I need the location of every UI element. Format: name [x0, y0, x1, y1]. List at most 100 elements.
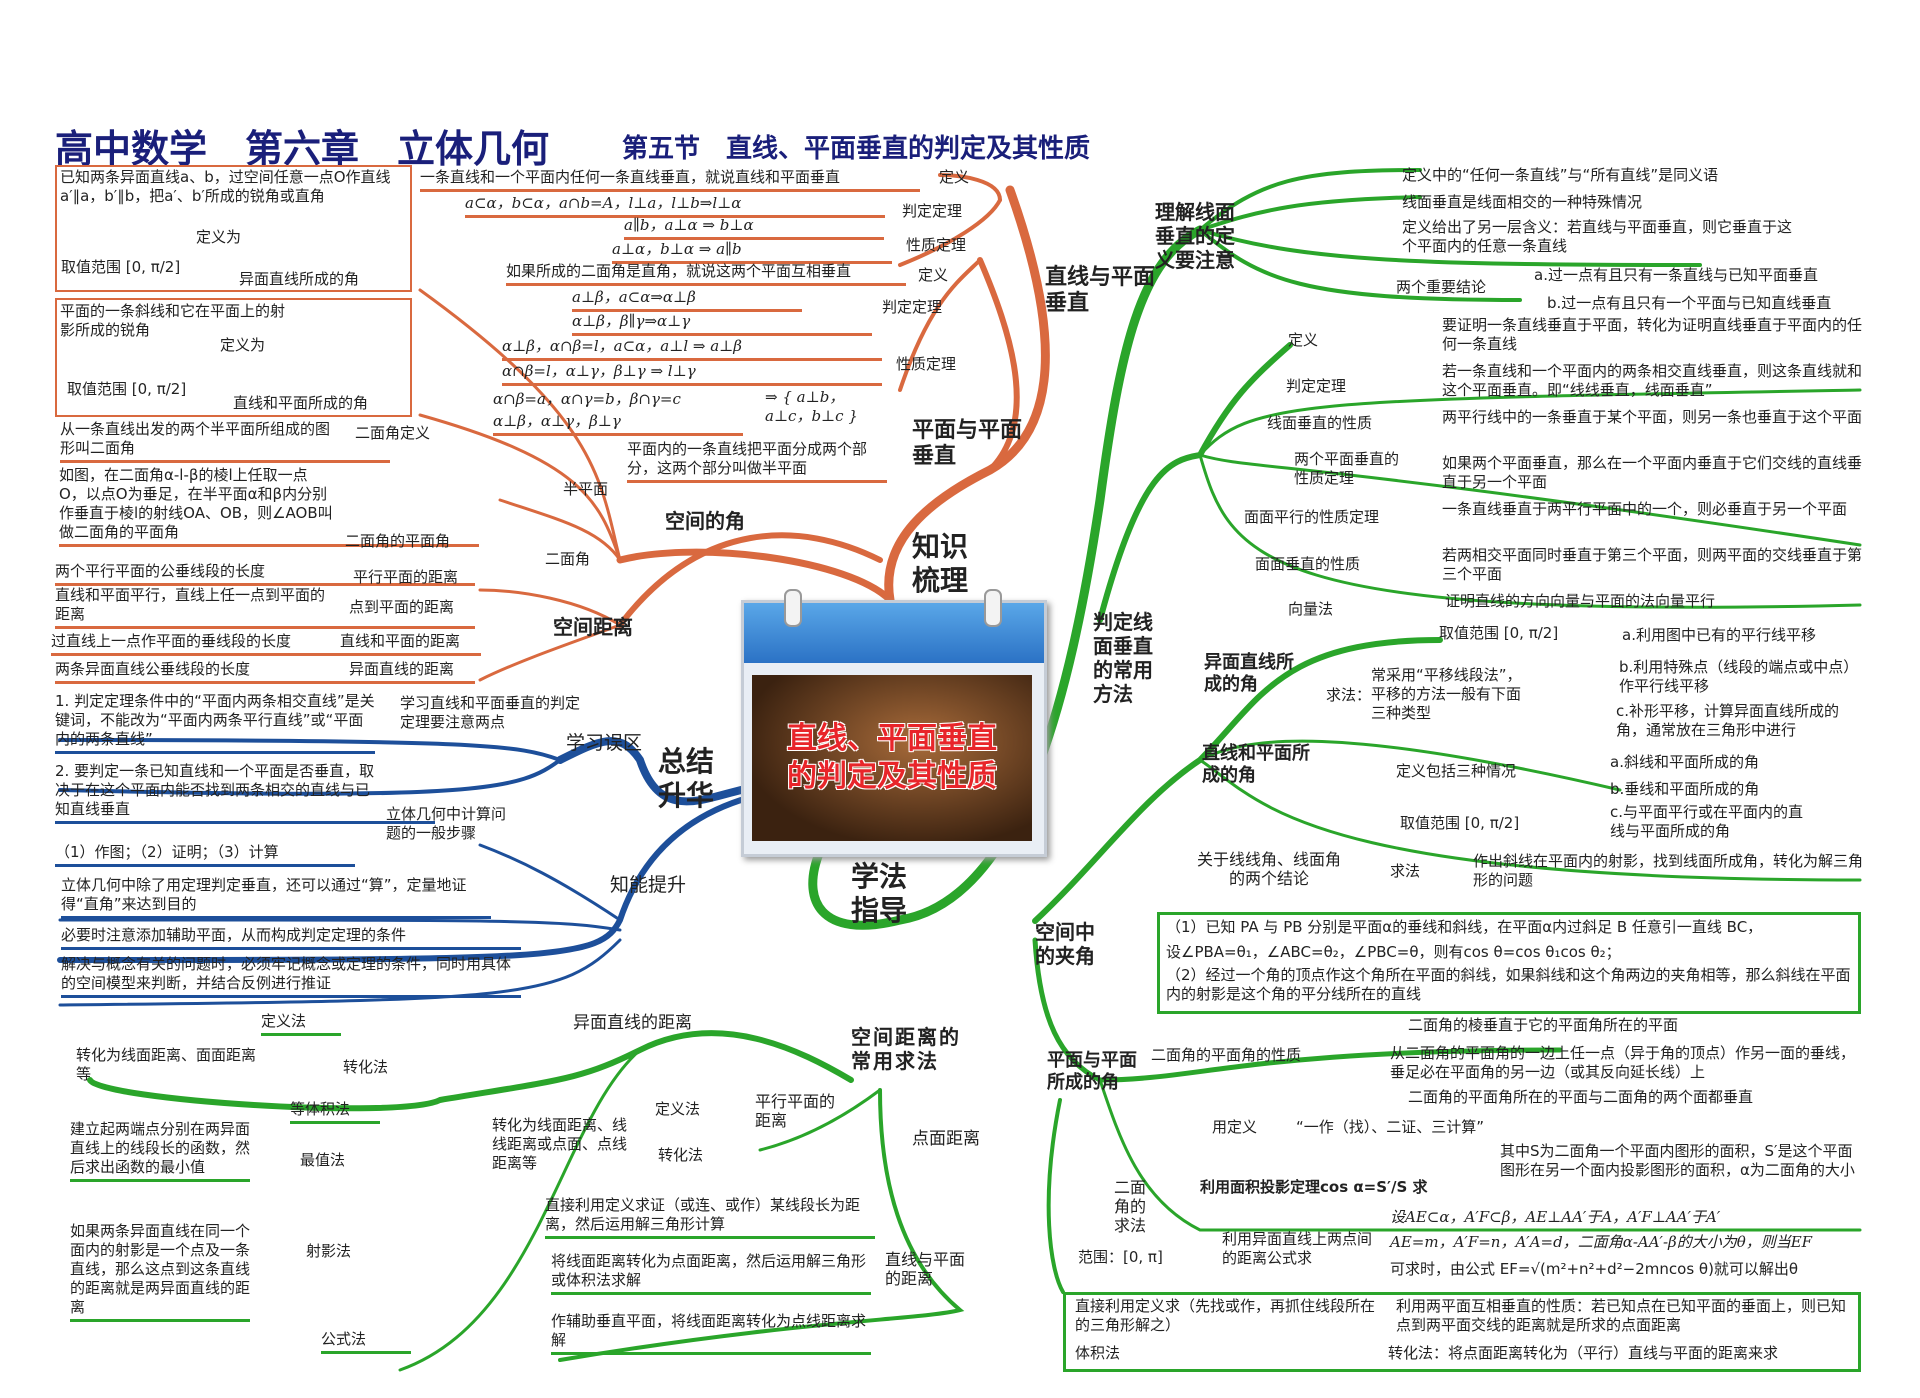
skill-item: 解决与概念有关的问题时，必须牢记概念或定理的条件，同时用具体的空间模型来判断，并…: [61, 955, 521, 998]
pitfalls-topic: 学习直线和平面垂直的判定定理要注意两点: [400, 694, 581, 731]
dihedral-prop: 从二面角的平面角的一边上任一点（异于角的顶点）作另一面的垂线，垂足必在平面角的另…: [1390, 1044, 1856, 1081]
skew-method: 常采用“平移线段法”，平移的方法一般有下面三种类型: [1371, 666, 1522, 722]
distance-name: 平行平面的距离: [353, 568, 459, 586]
skew-method-b: b.利用特殊点（线段的端点或中点）作平行线平移: [1619, 658, 1859, 695]
skew-formula: 公式法: [321, 1330, 411, 1354]
by-dist-line: 可求时，由公式 EF=√(m²+n²+d²−2mncos θ)就可以解出θ: [1390, 1260, 1799, 1278]
understand-item: 定义给出了另一层含义：若直线与平面垂直，则它垂直于这个平面内的任意一条直线: [1402, 218, 1793, 255]
parallel-def: 定义法: [655, 1100, 701, 1118]
dihedral-range: 范围：[0, π]: [1078, 1248, 1163, 1266]
skew-angle-label: 异面直线所成的角: [239, 270, 360, 288]
lp-def-c: c.与平面平行或在平面内的直线与平面所成的角: [1610, 803, 1804, 840]
skew-angle-desc: 已知两条异面直线a、b，过空间任意一点O作直线a′∥a，b′∥b，把a′、b′所…: [60, 168, 391, 205]
node-distance-methods: 空间距离的常用求法: [851, 1025, 961, 1073]
pitfall-item: 2. 要判定一条已知直线和一个平面是否垂直，取决于在这个平面内能否找到两条相交的…: [55, 762, 435, 824]
line-plane-angle-range: 取值范围 [0, π/2]: [67, 380, 187, 398]
conclusion-line: （2）经过一个角的顶点作这个角所在平面的斜线，如果斜线和这个角两边的夹角相等，那…: [1166, 966, 1851, 1003]
judge-name: 向量法: [1288, 600, 1334, 618]
steps-topic: 立体几何中计算问题的一般步骤: [386, 805, 507, 842]
understand-item: 定义中的“任何一条直线”与“所有直线”是同义语: [1402, 166, 1719, 184]
node-space-angle: 空间的角: [665, 509, 745, 533]
plane-plane-thm1: a⊥β，a⊂α⇒α⊥β: [572, 288, 802, 312]
judge-desc: 两平行线中的一条垂直于某个平面，则另一条也垂直于这个平面: [1442, 408, 1863, 426]
dihedral-node: 二面角: [545, 550, 591, 568]
line-plane-angle-label: 直线和平面所成的角: [233, 394, 369, 412]
dihedral-def: 二面角定义: [355, 424, 431, 442]
line-plane-thm2: a∥b，a⊥α ⇒ b⊥α: [624, 216, 884, 240]
node-space-angles: 空间中的夹角: [1035, 920, 1095, 968]
plane-plane-prop2: α∩β=l，α⊥γ，β⊥γ ⇒ l⊥γ: [502, 362, 882, 386]
node-skills: 知能提升: [610, 874, 687, 896]
lp-range: 取值范围 [0, π/2]: [1400, 814, 1520, 832]
skill-item: 立体几何中除了用定理判定垂直，还可以通过“算”，定量地证得“直角”来达到目的: [61, 876, 491, 919]
node-judge-methods: 判定线面垂直的常用方法: [1093, 610, 1153, 706]
skew-projection: 射影法: [306, 1242, 352, 1260]
node-pitfalls: 学习误区: [566, 732, 643, 754]
point-plane-direct: 直接利用定义求（先找或作，再抓住线段所在的三角形解之）: [1075, 1297, 1376, 1334]
skew-projection-desc: 如果两条异面直线在同一个面内的射影是一个点及一条直线，那么这点到这条直线的距离就…: [70, 1222, 250, 1322]
conclusion-a: a.过一点有且只有一条直线与已知平面垂直: [1534, 266, 1818, 284]
lp-def-b: b.垂线和平面所成的角: [1610, 780, 1760, 798]
point-plane-transform: 转化法：将点面距离转化为（平行）直线与平面的距离来求: [1388, 1344, 1779, 1362]
distance-name: 直线和平面的距离: [340, 632, 461, 650]
half-plane-node: 半平面: [563, 480, 609, 498]
node-understand-def: 理解线面垂直的定义要注意: [1155, 200, 1235, 272]
plane-plane-thm-tag: 判定定理: [882, 298, 943, 316]
distance-desc: 过直线上一点作平面的垂线段的长度: [51, 632, 481, 656]
page-subtitle: 第五节 直线、平面垂直的判定及其性质: [622, 134, 1091, 164]
distance-desc: 直线和平面平行，直线上任一点到平面的距离: [55, 586, 475, 629]
line-plane-thm-tag: 判定定理: [902, 202, 963, 220]
line-plane-def-tag: 定义: [939, 168, 970, 186]
by-dist-line: AE=m，A′F=n，A′A=d，二面角α-AA′-β的大小为θ，则当EF: [1390, 1233, 1813, 1251]
skill-item: （1）作图；（2）证明；（3）计算: [55, 843, 355, 867]
lp-method-tag: 求法: [1390, 862, 1421, 880]
lp-def: 定义包括三种情况: [1396, 762, 1517, 780]
dihedral-solve-label: 二面角的求法: [1114, 1178, 1147, 1235]
node-parallel-distance: 平行平面的距离: [755, 1092, 836, 1130]
line-plane-angle-def: 定义为: [220, 336, 266, 354]
judge-desc: 如果两个平面垂直，那么在一个平面内垂直于它们交线的直线垂直于另一个平面: [1442, 454, 1863, 491]
parallel-transform-desc: 转化为线面距离、线线距离或点面、点线距离等: [492, 1116, 628, 1172]
pitfall-item: 1. 判定定理条件中的“平面内两条相交直线”是关键词，不能改为“平面内两条平行直…: [55, 692, 375, 754]
point-plane-box: [1063, 1292, 1861, 1372]
skew-transform: 转化法: [343, 1058, 389, 1076]
node-skew-distance: 异面直线的距离: [573, 1013, 692, 1033]
node-line-plane-distance: 直线与平面的距离: [885, 1250, 966, 1288]
plane-plane-def: 如果所成的二面角是直角，就说这两个平面互相垂直: [506, 262, 906, 286]
node-skew-angle: 异面直线所成的角: [1204, 652, 1294, 695]
plane-plane-prop1: α⊥β，α∩β=l，a⊂α，a⊥l ⇒ a⊥β: [502, 337, 882, 361]
branch-summary: 总结升华: [658, 745, 715, 812]
node-point-plane-distance: 点面距离: [912, 1129, 980, 1149]
line-plane-prop-tag: 性质定理: [906, 236, 967, 254]
distance-desc: 两条异面直线公垂线段的长度: [55, 660, 475, 684]
lp-def-a: a.斜线和平面所成的角: [1610, 753, 1759, 771]
calendar-ring-icon: [984, 589, 1002, 627]
by-dist-line: 设AE⊂α，A′F⊂β，AE⊥AA′于A，A′F⊥AA′于A′: [1390, 1208, 1721, 1226]
plane-angle-desc: 如图，在二面角α-l-β的棱l上任取一点O，以点O为垂足，在半平面α和β内分别作…: [59, 466, 479, 547]
skew-angle-box: [55, 165, 412, 292]
dihedral-desc: 从一条直线出发的两个半平面所组成的图形叫二面角: [60, 420, 390, 463]
line-plane-def: 一条直线和一个平面内任何一条直线垂直，就说直线和平面垂直: [420, 168, 920, 192]
branch-knowledge: 知识梳理: [912, 530, 969, 597]
plane-angle-label: 二面角的平面角: [345, 532, 451, 550]
skew-method-a: a.利用图中已有的平行线平移: [1622, 626, 1816, 644]
skew-angle-range: 取值范围 [0, π/2]: [61, 258, 181, 276]
skew-def: 定义法: [261, 1012, 341, 1036]
distance-name: 异面直线的距离: [349, 660, 455, 678]
judge-name: 面面平行的性质定理: [1244, 508, 1380, 526]
skew-method-c: c.补形平移，计算异面直线所成的角，通常放在三角形中进行: [1616, 702, 1840, 739]
distance-desc: 两个平行平面的公垂线段的长度: [55, 562, 475, 586]
parallel-transform: 转化法: [658, 1146, 704, 1164]
node-line-plane-perp: 直线与平面垂直: [1045, 265, 1156, 316]
line-plane-distance-item: 直接利用定义求证（或连、或作）某线段长为距离，然后运用解三角形计算: [545, 1196, 875, 1239]
by-dist: 利用异面直线上两点间的距离公式求: [1222, 1230, 1373, 1267]
point-plane-perp: 利用两平面互相垂直的性质：若已知点在已知平面的垂面上，则已知点到两平面交线的距离…: [1396, 1297, 1847, 1334]
center-label: 直线、平面垂直的判定及其性质: [787, 721, 997, 794]
line-plane-angle-box: [55, 298, 412, 417]
understand-item: 线面垂直是线面相交的一种特殊情况: [1402, 193, 1643, 211]
dihedral-prop: 二面角的棱垂直于它的平面角所在的平面: [1408, 1016, 1679, 1034]
plane-plane-prop-tag: 性质定理: [896, 355, 957, 373]
conclusions-node: 关于线线角、线面角的两个结论: [1196, 850, 1341, 888]
lp-method: 作出斜线在平面内的射影，找到线面所成角，转化为解三角形的问题: [1473, 852, 1864, 889]
